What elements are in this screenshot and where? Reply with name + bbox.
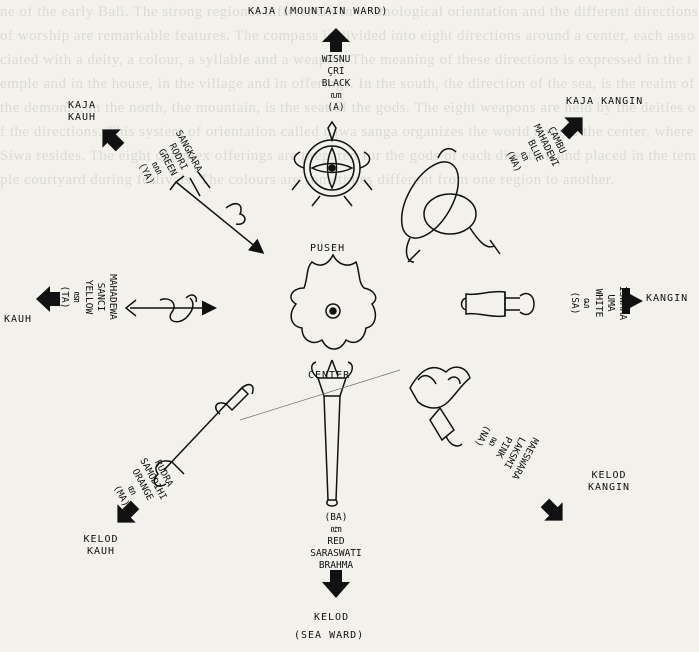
east-colour: WHITE: [593, 288, 604, 318]
north-direction-label: KAJA (MOUNTAIN WARD): [248, 6, 389, 17]
west-attributes: MAHADEWA SANCI YELLOW ꦠ (TA): [58, 262, 118, 332]
east-syllable: (SA): [569, 291, 580, 315]
arrow-south-icon: [322, 570, 350, 598]
west-syllable: (TA): [59, 285, 70, 309]
east-script: ꦱ: [581, 297, 592, 309]
spear-weapon-icon: [169, 171, 265, 254]
north-attributes: WISNU ÇRI BLACK ꦲ (A): [312, 54, 360, 114]
northwest-label-text: KAJA KAUH: [67, 100, 97, 123]
southwest-direction-label: KELOD KAUH: [76, 534, 126, 558]
southeast-label-text: KELOD KANGIN: [587, 470, 631, 493]
arrow-southeast-icon: [540, 498, 563, 521]
south-direction-label: KELOD: [314, 612, 350, 623]
south-script: ꦧ: [330, 524, 342, 535]
northwest-direction-label: KAJA KAUH: [62, 100, 102, 124]
arrow-east-icon: [622, 288, 643, 314]
club-weapon-icon: [311, 359, 353, 507]
south-attributes: (BA) ꦧ RED SARASWATI BRAHMA: [294, 512, 378, 572]
north-deity: WISNU: [321, 54, 351, 65]
center-lotus-icon: [290, 253, 377, 350]
center-bottom-label: CENTER: [308, 370, 351, 381]
north-script: ꦲ: [330, 90, 342, 101]
northeast-direction-label: KAJA KANGIN: [566, 96, 644, 107]
vajra-weapon-icon: [153, 383, 254, 487]
north-consort: ÇRI: [327, 66, 345, 77]
east-direction-label: KANGIN: [646, 293, 689, 304]
south-syllable: (BA): [324, 512, 348, 523]
knot-weapon-icon: [400, 147, 501, 263]
west-colour: YELLOW: [83, 279, 94, 315]
center-top-label: PUSEH: [310, 243, 346, 254]
south-colour: RED: [327, 536, 345, 547]
north-syllable: (A): [327, 102, 345, 113]
arrow-northeast-icon: [560, 117, 583, 140]
north-colour: BLACK: [321, 78, 351, 89]
west-deity: MAHADEWA: [107, 274, 118, 320]
west-direction-label: KAUH: [4, 314, 33, 325]
east-consort: UMA: [605, 294, 616, 312]
arrow-north-icon: [322, 28, 350, 52]
south-deity: BRAHMA: [318, 560, 354, 571]
east-deity: ISWARA: [617, 285, 628, 321]
arrow-northwest-icon: [102, 129, 125, 152]
southeast-direction-label: KELOD KANGIN: [578, 470, 640, 494]
wheel-weapon-icon: [291, 120, 373, 207]
south-direction-sublabel: (SEA WARD): [294, 630, 365, 641]
west-consort: SANCI: [95, 282, 106, 312]
southwest-label-text: KELOD KAUH: [83, 534, 119, 557]
west-script: ꦠ: [71, 291, 82, 303]
south-consort: SARASWATI: [310, 548, 362, 559]
arrow-southwest-icon: [117, 500, 140, 523]
east-attributes: ISWARA UMA WHITE ꦱ (SA): [568, 268, 628, 338]
bell-weapon-icon: [460, 290, 535, 318]
snake-staff-weapon-icon: [124, 294, 217, 323]
arrow-west-icon: [36, 286, 60, 312]
fire-torch-weapon-icon: [409, 366, 471, 447]
